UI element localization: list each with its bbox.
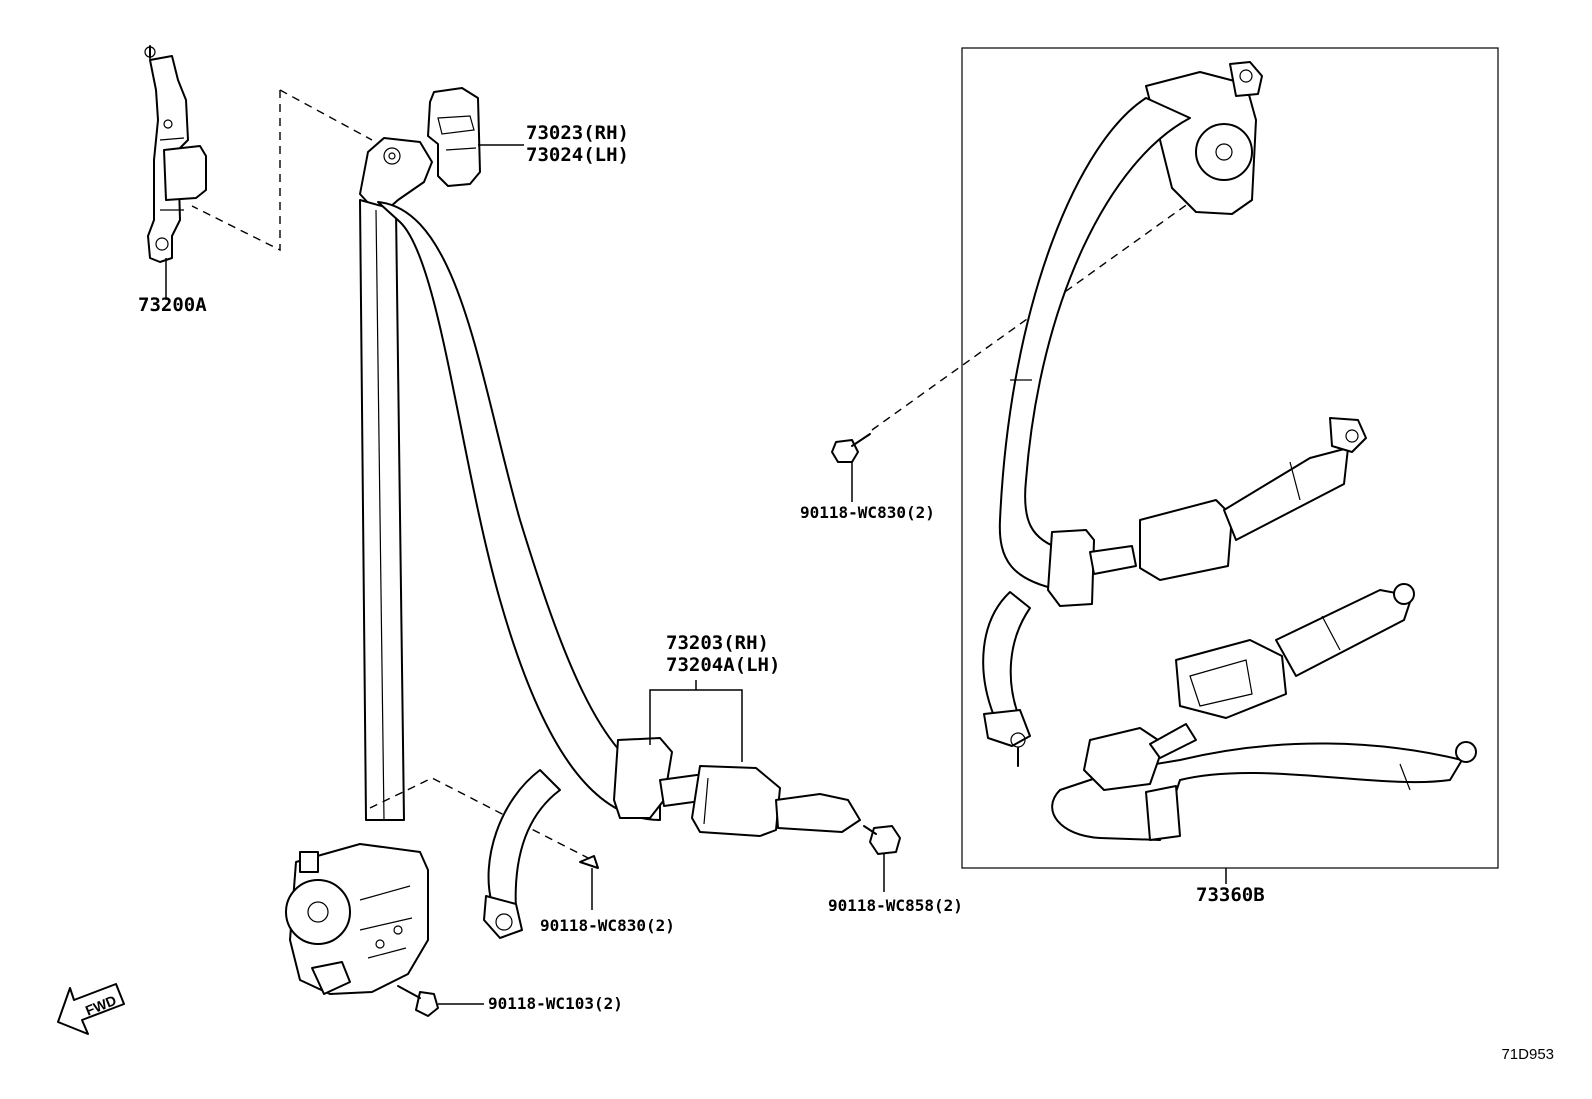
- label-90118-wc103: 90118-WC103(2): [488, 994, 623, 1013]
- label-90118-wc830-upper: 90118-WC830(2): [800, 503, 935, 522]
- anchor-bracket-73200A: [144, 45, 207, 300]
- label-73360B: 73360B: [1196, 884, 1265, 906]
- bolt-wc103: [397, 985, 484, 1017]
- diagram-code: 71D953: [1501, 1046, 1554, 1063]
- shoulder-cover: [427, 87, 524, 187]
- front-seat-belt: [285, 137, 861, 995]
- label-73023-rh: 73023(RH): [526, 122, 629, 144]
- rear-seat-belt-assembly: [982, 61, 1477, 884]
- label-73203-rh: 73203(RH): [666, 632, 769, 654]
- rear-assembly-box: [961, 47, 1499, 869]
- label-73200A: 73200A: [138, 294, 207, 316]
- label-73204A-lh: 73204A(LH): [666, 654, 781, 676]
- bolt-wc830-lower: [579, 855, 599, 910]
- bolt-wc858: [863, 825, 901, 892]
- bolt-wc830-upper: [831, 187, 1211, 502]
- label-90118-wc858: 90118-WC858(2): [828, 896, 963, 915]
- label-90118-wc830-lower: 90118-WC830(2): [540, 916, 675, 935]
- fwd-arrow-icon: FWD: [57, 983, 125, 1035]
- label-73024-lh: 73024(LH): [526, 144, 629, 166]
